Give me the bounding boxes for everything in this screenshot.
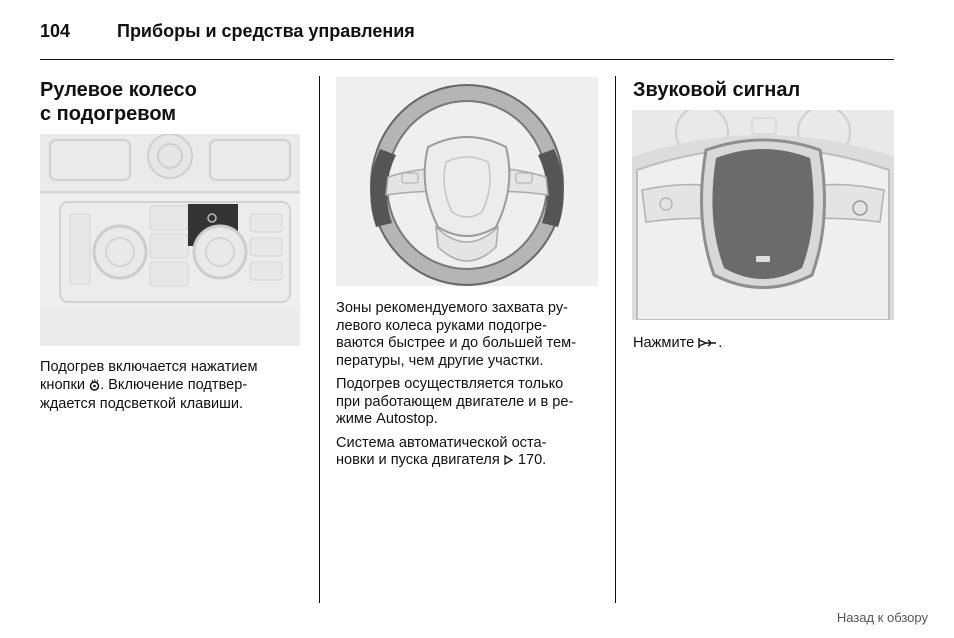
page-reference[interactable]: 170. xyxy=(513,452,547,468)
reference-arrow-icon[interactable] xyxy=(504,454,514,472)
para-line: ваются быстрее и до большей тем- xyxy=(336,335,577,351)
heading-line-2: с подогревом xyxy=(40,103,177,125)
page-number: 104 xyxy=(40,21,71,41)
para-line: . Включение подтвер- xyxy=(100,376,248,393)
heated-zones-text: Зоны рекомендуемого захвата ру- левого к… xyxy=(336,300,604,478)
para-line: при работающем двигателе и в ре- xyxy=(336,393,574,410)
para-line: кнопки xyxy=(40,376,90,393)
back-to-overview-link[interactable]: Назад к обзору xyxy=(836,610,928,625)
horn-icon xyxy=(698,337,718,355)
instruction-text: Нажмите xyxy=(633,335,699,351)
para-line: ждается подсветкой клавиши. xyxy=(40,396,244,412)
horn-wheel-illustration xyxy=(632,110,894,320)
instruction-text-end: . xyxy=(718,335,723,351)
header-divider xyxy=(40,59,894,60)
heated-steering-wheel-icon xyxy=(89,378,100,397)
steering-wheel-zones-illustration xyxy=(336,77,598,286)
para-line: левого колеса руками подогре- xyxy=(336,317,548,334)
heated-wheel-paragraph: Подогрев включается нажатием кнопки . Вк… xyxy=(40,359,310,420)
para-line: Подогрев включается нажатием xyxy=(40,359,258,375)
heading-horn: Звуковой сигнал xyxy=(633,79,801,101)
section-heated-wheel-heading: Рулевое колесо с подогревом xyxy=(40,78,310,126)
para-line: Зоны рекомендуемого захвата ру- xyxy=(336,300,569,316)
figure-climate-control-panel xyxy=(40,134,300,346)
figure-horn-steering-wheel xyxy=(632,110,894,320)
para-line: Система автоматической оста- xyxy=(336,434,547,451)
para-line: жиме Autostop. xyxy=(336,411,438,427)
para-line: Подогрев осуществляется только xyxy=(336,376,564,392)
paragraph-autostop-reference: Система автоматической оста- новки и пус… xyxy=(336,435,604,472)
chapter-title: Приборы и средства управления xyxy=(117,21,415,41)
paragraph-engine-running: Подогрев осуществляется только при работ… xyxy=(336,376,604,429)
horn-instruction: Нажмите . xyxy=(633,335,893,361)
column-divider-1 xyxy=(319,76,320,603)
para-line: пературы, чем другие участки. xyxy=(336,352,544,369)
heading-line-1: Рулевое колесо xyxy=(40,79,197,101)
climate-panel-illustration xyxy=(40,134,300,346)
para-line: новки и пуска двигателя xyxy=(336,452,504,468)
section-horn-heading: Звуковой сигнал xyxy=(633,78,893,102)
paragraph-grip-zones: Зоны рекомендуемого захвата ру- левого к… xyxy=(336,300,604,370)
column-divider-2 xyxy=(615,76,616,603)
figure-steering-wheel-heated-zones xyxy=(336,77,598,286)
